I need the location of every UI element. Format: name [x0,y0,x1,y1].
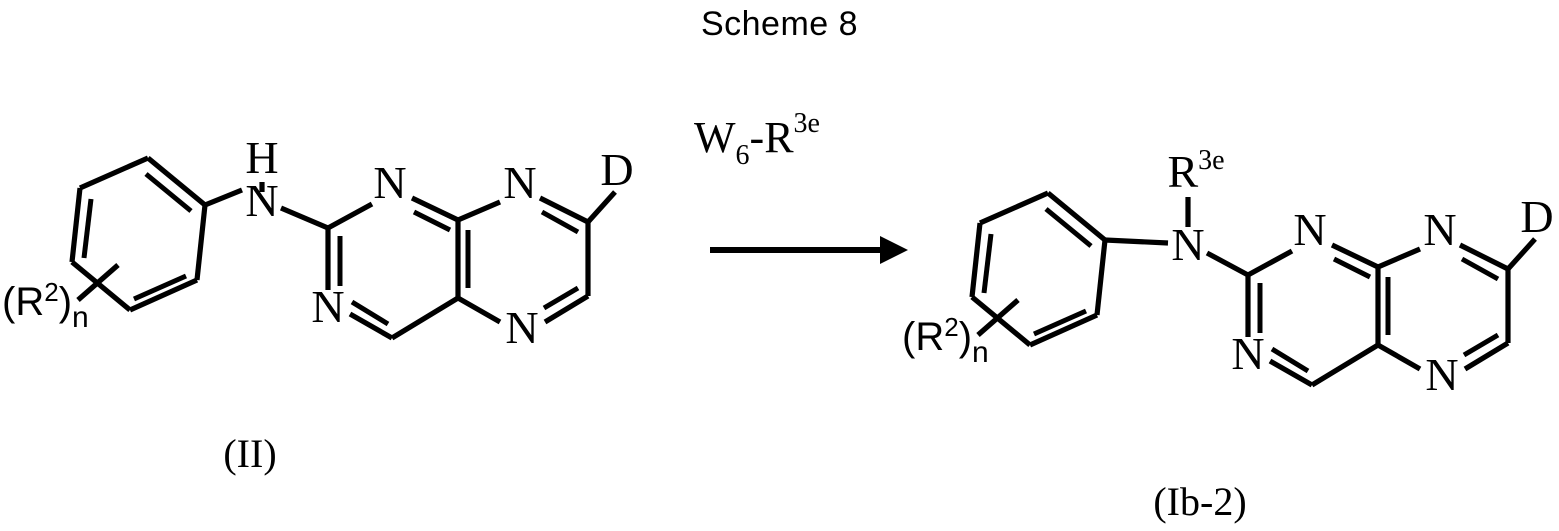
reactant-r2n-label: (R2)n [2,277,89,334]
reactant-ring-to-nh-bond [204,187,243,208]
reactant-pteridine-n3-label: N [311,281,344,332]
product-deuterium-bond [1506,237,1537,271]
product-deuterium-label: D [1520,191,1553,242]
product-pyrimidine-ring [1245,242,1381,388]
reactant-benzene-ring [69,155,208,313]
reactant-deuterium-bond [586,190,617,224]
reactant-deuterium-label: D [600,144,633,195]
product-pyrazine-ring [1376,242,1511,372]
reactant-nh-hydrogen-label: H [245,132,278,183]
reactant-pteridine-n5-label: N [503,157,536,208]
reactant-pyrazine-ring [456,195,591,325]
product-pteridine-n8-label: N [1425,349,1458,400]
product-amine-nitrogen-label: N [1171,219,1204,270]
reactant-compound-label: (II) [175,425,325,485]
svg-text:(II): (II) [223,431,276,476]
product-pteridine-n5-label: N [1423,204,1456,255]
product-ring-to-n-bond [1104,237,1169,246]
reactant-r2-slash-bond [76,263,120,302]
reactant-nh-to-c2-bond [279,205,330,231]
reactant-pteridine-n1-label: N [373,157,406,208]
reaction-arrow [710,236,908,264]
product-r2-slash-bond [976,298,1020,337]
product-pteridine-n3-label: N [1231,328,1264,379]
product-pteridine-n1-label: N [1293,204,1326,255]
product-r2n-label: (R2)n [902,312,989,369]
reactant-pteridine-n8-label: N [505,302,538,353]
reactant-pyrimidine-ring [325,195,461,341]
svg-text:(Ib-2): (Ib-2) [1153,479,1246,524]
reactant-amine-nitrogen-label: N [245,175,278,226]
product-compound-label: (Ib-2) [1105,475,1295,531]
page-title: Scheme 8 [700,5,859,43]
product-n-to-c2-bond [1205,250,1250,278]
reaction-arrow-group: W6-R3e [694,108,908,264]
reagent-label: W6-R3e [694,108,820,171]
product-structure: (R2)n R3e N N N [902,145,1554,400]
reactant-structure: (R2)n H N [2,132,634,353]
product-benzene-ring [969,190,1108,348]
product-r3e-label: R3e [1167,145,1224,197]
